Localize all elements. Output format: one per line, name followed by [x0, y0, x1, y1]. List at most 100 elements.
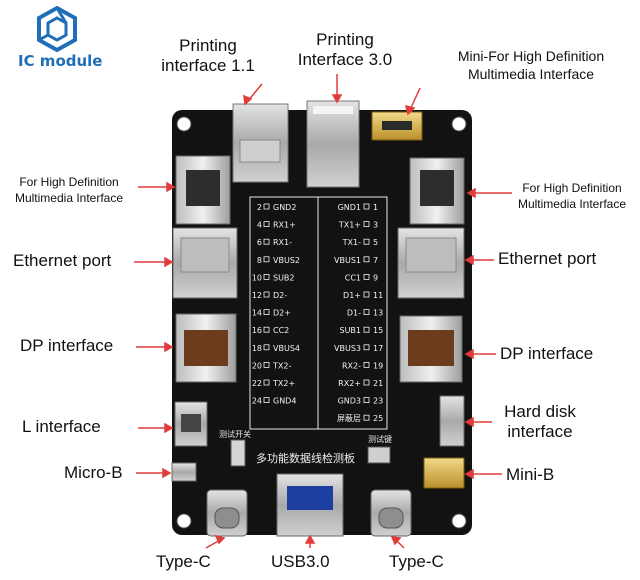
hdmi-left-connector	[175, 155, 231, 225]
pin-right-name: GND1	[338, 203, 361, 212]
pin-left-name: RX1+	[273, 221, 296, 230]
label-mini-b: Mini-B	[506, 465, 555, 484]
pin-right-name: GND3	[338, 397, 361, 406]
pin-right-pad	[363, 397, 370, 404]
pin-left-num: 22	[252, 379, 262, 388]
pin-right-name: 屏蔽层	[337, 413, 361, 423]
pin-right-name: RX2-	[342, 361, 361, 370]
pin-right-name: SUB1	[339, 326, 361, 335]
pin-left-num: 6	[257, 238, 262, 247]
mini-hdmi-connector	[371, 111, 423, 141]
pointer-arrows	[134, 74, 512, 549]
pin-right-name: TX1-	[342, 238, 361, 247]
pin-left-num: 8	[257, 256, 262, 265]
ethernet-right-connector	[397, 227, 465, 299]
button-label: 测试键	[368, 435, 392, 444]
pin-left-name: TX2-	[272, 361, 291, 370]
pin-left-num: 2	[257, 203, 262, 212]
label-type-c-right: Type-C	[389, 552, 444, 571]
pin-right-num: 17	[373, 344, 383, 353]
dp-right-connector	[399, 315, 463, 383]
dp-left-connector	[175, 313, 237, 383]
pin-right-pad	[363, 326, 370, 333]
pin-right-pad	[363, 379, 370, 386]
pin-left-pad	[263, 379, 270, 386]
label-dp-left: DP interface	[20, 336, 114, 355]
pcb-body	[172, 110, 472, 535]
pin-right-pad	[363, 256, 370, 263]
pin-right-num: 3	[373, 221, 378, 230]
pin-right-num: 19	[373, 361, 383, 370]
label-dp-right: DP interface	[500, 344, 594, 363]
pin-left-name: D2-	[273, 291, 287, 300]
pin-right-num: 21	[373, 379, 383, 388]
pin-right-name: D1-	[347, 309, 361, 318]
pin-left-name: CC2	[273, 326, 289, 335]
pin-left-num: 10	[252, 273, 262, 282]
micro-b-connector	[171, 462, 197, 482]
pin-left-num: 18	[252, 344, 262, 353]
label-hard-disk: Hard disk interface	[504, 402, 576, 442]
pin-right-num: 9	[373, 273, 378, 282]
pin-right-pad	[363, 344, 370, 351]
l-interface-connector	[174, 401, 208, 447]
pin-right-pad	[363, 309, 370, 316]
pin-left-num: 24	[252, 397, 262, 406]
hdmi-right-connector	[409, 157, 465, 225]
label-hdmi-right: For High Definition Multimedia Interface	[517, 181, 627, 212]
pin-left-num: 20	[252, 361, 262, 370]
pin-right-num: 13	[373, 309, 383, 318]
label-l-interface: L interface	[22, 417, 101, 436]
label-ethernet-right: Ethernet port	[498, 249, 597, 268]
pin-left-name: SUB2	[273, 273, 295, 282]
pin-left-num: 4	[257, 221, 262, 230]
mount-hole	[451, 116, 467, 132]
pin-left-name: RX1-	[273, 238, 292, 247]
type-c-right-connector	[370, 489, 412, 537]
pin-left-num: 12	[252, 291, 262, 300]
pin-left-pad	[263, 309, 270, 316]
pin-left-pad	[263, 238, 270, 245]
pin-right-pad	[363, 203, 370, 210]
pin-right-num: 1	[373, 203, 378, 212]
pin-right-name: RX2+	[338, 379, 361, 388]
pin-right-name: VBUS1	[334, 256, 361, 265]
pin-right-num: 7	[373, 256, 378, 265]
pin-left-num: 14	[252, 309, 262, 318]
pin-left-name: GND2	[273, 203, 296, 212]
type-c-left-connector	[206, 489, 248, 537]
pin-right-pad	[363, 221, 370, 228]
mount-hole	[176, 513, 192, 529]
pin-left-name: VBUS4	[273, 344, 300, 353]
pin-right-num: 15	[373, 326, 383, 335]
pin-right-pad	[363, 238, 370, 245]
label-printing-3-0: Printing Interface 3.0	[297, 30, 393, 70]
printing-1-1-connector	[232, 103, 289, 183]
pin-right-name: TX1+	[338, 221, 361, 230]
hard-disk-connector	[439, 395, 465, 447]
pin-left-name: GND4	[273, 397, 296, 406]
pin-left-pad	[263, 203, 270, 210]
label-ethernet-left: Ethernet port	[13, 251, 112, 270]
pin-right-pad	[363, 273, 370, 280]
pin-left-pad	[263, 344, 270, 351]
pin-left-name: D2+	[273, 309, 291, 318]
pin-left-name: VBUS2	[273, 256, 300, 265]
pin-right-num: 25	[373, 414, 383, 423]
pin-right-num: 5	[373, 238, 378, 247]
logo-brand-text: IC module	[18, 52, 103, 70]
pin-right-pad	[363, 414, 370, 421]
label-usb30: USB3.0	[271, 552, 330, 571]
pin-right-name: CC1	[345, 273, 361, 282]
pin-left-pad	[263, 326, 270, 333]
hexagon-logo-icon	[37, 6, 77, 52]
mount-hole	[176, 116, 192, 132]
pin-left-pad	[263, 256, 270, 263]
pin-right-num: 11	[373, 291, 383, 300]
pin-left-pad	[263, 361, 270, 368]
label-printing-1-1: Printing interface 1.1	[161, 36, 255, 76]
pin-right-name: VBUS3	[334, 344, 361, 353]
pin-right-pad	[363, 291, 370, 298]
